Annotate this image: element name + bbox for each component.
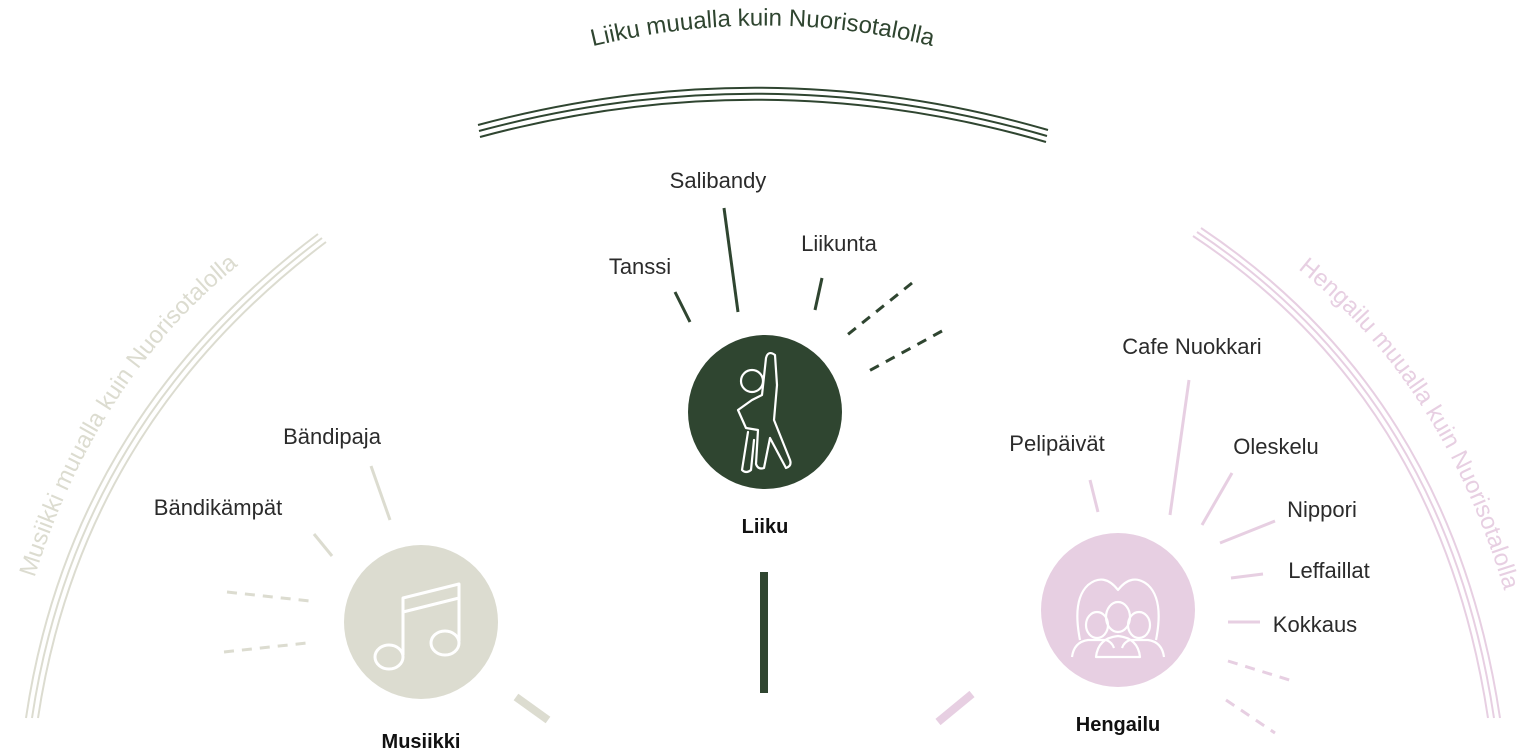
label-bandipaja: Bändipaja (283, 424, 382, 449)
left-arc-label: Musiikki muualla kuin Nuorisotalolla (14, 249, 242, 580)
label-salibandy: Salibandy (670, 168, 767, 193)
liiku-hub-title: Liiku (742, 516, 789, 538)
left-arc (25, 233, 327, 719)
musiikki-hub-title: Musiikki (382, 731, 461, 753)
label-leffaillat: Leffaillat (1288, 558, 1370, 583)
musiikki-spokes (223, 465, 551, 724)
label-tanssi: Tanssi (609, 254, 671, 279)
person-stretching-icon (736, 351, 792, 474)
group-of-people-icon (1070, 578, 1166, 659)
label-nippori: Nippori (1287, 497, 1357, 522)
right-arc (1192, 227, 1501, 719)
liiku-spokes (673, 207, 943, 693)
label-cafe-nuokkari: Cafe Nuokkari (1122, 334, 1261, 359)
right-arc-label: Hengailu muualla kuin Nuorisotalolla (1294, 253, 1524, 593)
hengailu-hub-circle (1041, 533, 1195, 687)
music-note-icon (373, 582, 461, 671)
label-bandikampat: Bändikämpät (154, 495, 282, 520)
label-liikunta: Liikunta (801, 231, 878, 256)
liiku-hub-circle (688, 335, 842, 489)
label-kokkaus: Kokkaus (1273, 612, 1357, 637)
hengailu-spokes (935, 379, 1297, 735)
top-arc (477, 86, 1049, 143)
musiikki-hub-circle (344, 545, 498, 699)
top-arc-label: Liiku muualla kuin Nuorisotalolla (588, 4, 938, 52)
label-pelipaivat: Pelipäivät (1009, 431, 1104, 456)
label-oleskelu: Oleskelu (1233, 434, 1319, 459)
hengailu-hub-title: Hengailu (1076, 714, 1160, 736)
